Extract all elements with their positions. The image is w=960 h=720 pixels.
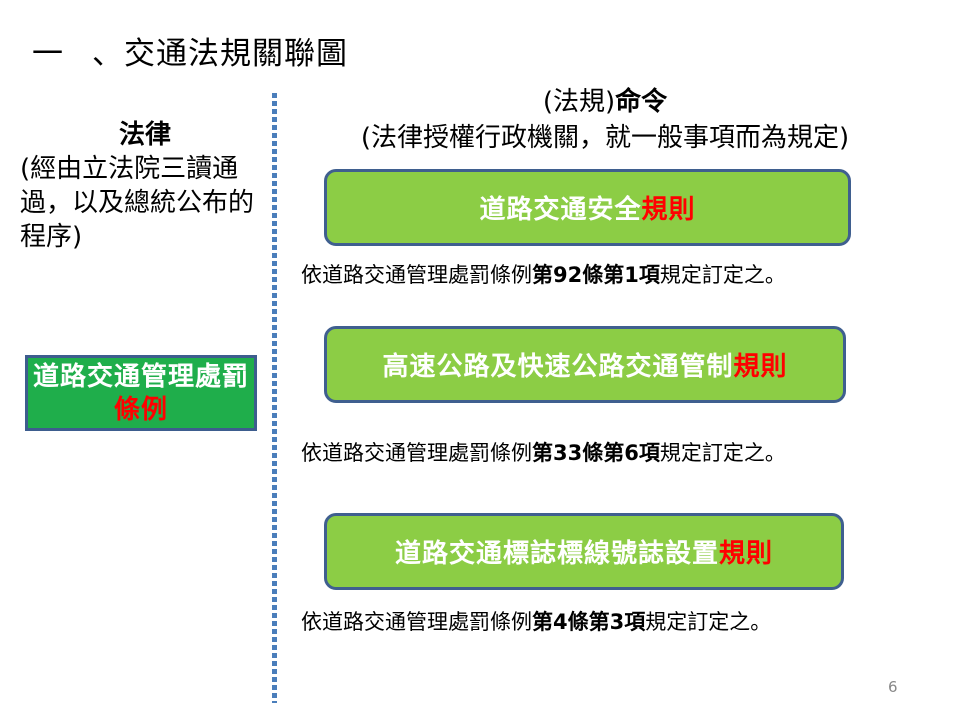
law-heading: 法律 (118, 120, 171, 150)
title-text: 、交通法規關聯圖 (92, 36, 348, 72)
page-number: 6 (888, 678, 898, 696)
regulation-heading-prefix: (法規) (542, 87, 616, 117)
basis-suffix: 規定訂定之。 (659, 441, 786, 465)
basis-prefix: 依道路交通管理處罰條例 (301, 610, 532, 634)
rule-name-highlight: 規則 (719, 539, 774, 569)
rule-name-highlight: 規則 (733, 352, 788, 382)
basis-article: 第92條第1項 (532, 263, 660, 287)
regulation-description: (法律授權行政機關，就一般事項而為規定) (360, 123, 850, 153)
law-box-highlight: 條例 (113, 395, 168, 425)
rule-name-main: 道路交通標誌標線號誌設置 (394, 539, 719, 569)
title-number: 一 (32, 36, 64, 72)
rule-basis-text: 依道路交通管理處罰條例第4條第3項規定訂定之。 (301, 606, 771, 636)
slide-title: 一、交通法規關聯圖 (32, 28, 348, 73)
basis-prefix: 依道路交通管理處罰條例 (301, 441, 532, 465)
rule-name-main: 道路交通安全 (479, 195, 642, 225)
regulation-heading-bold: 命令 (615, 87, 668, 117)
regulation-heading-block: (法規)命令 (法律授權行政機關，就一般事項而為規定) (290, 84, 920, 156)
law-heading-block: 法律 (經由立法院三讀通過，以及總統公布的程序) (20, 118, 270, 254)
rule-box-traffic-signs-markings: 道路交通標誌標線號誌設置規則 (324, 513, 844, 590)
regulation-heading: (法規)命令 (290, 84, 920, 120)
basis-prefix: 依道路交通管理處罰條例 (301, 263, 532, 287)
basis-suffix: 規定訂定之。 (645, 610, 772, 634)
rule-name-highlight: 規則 (641, 195, 696, 225)
dotted-divider (272, 93, 277, 703)
rule-basis-text: 依道路交通管理處罰條例第92條第1項規定訂定之。 (301, 259, 786, 289)
rule-basis-text: 依道路交通管理處罰條例第33條第6項規定訂定之。 (301, 437, 786, 467)
rule-box-road-traffic-safety: 道路交通安全規則 (324, 169, 851, 246)
basis-suffix: 規定訂定之。 (659, 263, 786, 287)
basis-article: 第4條第3項 (532, 610, 646, 634)
rule-name-main: 高速公路及快速公路交通管制 (382, 352, 734, 382)
law-box-main: 道路交通管理處罰 (32, 362, 249, 392)
basis-article: 第33條第6項 (532, 441, 660, 465)
law-box-traffic-penalty-act: 道路交通管理處罰條例 (25, 355, 257, 431)
rule-box-freeway-traffic-control: 高速公路及快速公路交通管制規則 (324, 326, 846, 403)
law-description: (經由立法院三讀通過，以及總統公布的程序) (20, 154, 255, 252)
